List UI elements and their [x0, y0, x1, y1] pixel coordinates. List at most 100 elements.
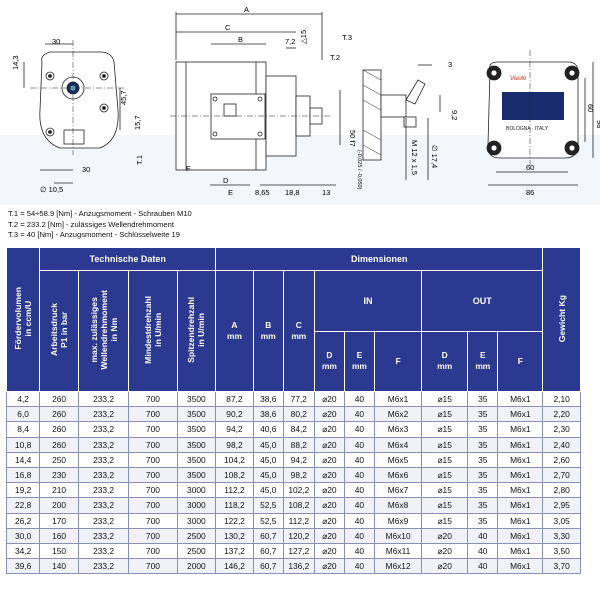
table-cell: 52,5 [252, 497, 284, 514]
table-cell: 108,2 [215, 466, 254, 484]
table-cell: M6x1 [497, 527, 544, 544]
table-cell: 34,2 [5, 542, 41, 560]
table-cell: ⌀15 [421, 466, 469, 484]
dim-98: 98 [595, 120, 600, 128]
table-cell: 260 [39, 406, 79, 423]
technical-drawing: 30 14,3 45,7 15,7 T.1 30 ∅ 10,5 A C B 7,… [0, 5, 600, 205]
dim-15: △15 [299, 30, 308, 44]
table-cell: 40 [343, 497, 375, 514]
table-cell: 22,8 [5, 497, 41, 514]
table-cell: 700 [128, 542, 178, 560]
header-foerder: Fördervolumen in ccm/U [5, 247, 41, 392]
table-cell: 140 [39, 558, 79, 575]
table-cell: 26,2 [5, 512, 41, 529]
table-cell: 14,4 [5, 451, 41, 468]
table-cell: 700 [128, 406, 178, 423]
table-cell: 3500 [176, 390, 217, 408]
table-cell: 19,2 [5, 482, 41, 499]
table-cell: M6x1 [497, 421, 544, 438]
dim-86: 86 [526, 188, 534, 197]
table-cell: 2,40 [542, 436, 581, 453]
logo-text: Vivolo [510, 76, 527, 82]
table-cell: 230 [39, 466, 79, 484]
table-cell: 3500 [176, 451, 217, 468]
table-cell: ⌀15 [421, 451, 469, 468]
table-cell: 2,20 [542, 406, 581, 423]
table-cell: ⌀20 [421, 542, 469, 560]
table-cell: 40 [343, 451, 375, 468]
table-cell: ⌀20 [313, 497, 345, 514]
table-cell: 94,2 [282, 451, 315, 468]
table-cell: 35 [467, 512, 499, 529]
table-cell: 3500 [176, 421, 217, 438]
table-cell: 3,30 [542, 527, 581, 544]
table-cell: M6x1 [497, 390, 544, 408]
table-cell: M6x3 [373, 421, 423, 438]
table-cell: 3000 [176, 497, 217, 514]
table-cell: 2,70 [542, 466, 581, 484]
table-cell: 2,30 [542, 421, 581, 438]
table-cell: 35 [467, 497, 499, 514]
torque-notes: T.1 = 54÷58.9 [Nm] - Anzugsmoment - Schr… [8, 209, 192, 241]
table-cell: 40 [343, 390, 375, 408]
dim-dia-17-4: ∅ 17,4 [430, 145, 439, 168]
table-cell: ⌀20 [313, 466, 345, 484]
header-dimensionen: Dimensionen [215, 247, 544, 271]
header-out: OUT [421, 270, 544, 332]
table-cell: 102,2 [282, 482, 315, 499]
table-cell: ⌀20 [313, 542, 345, 560]
table-cell: 2000 [176, 558, 217, 575]
dim-3: 3 [448, 60, 452, 69]
table-cell: 150 [39, 542, 79, 560]
table-cell: 35 [467, 436, 499, 453]
table-cell: 233,2 [77, 497, 130, 514]
dim-8-65: 8,65 [255, 188, 270, 197]
table-cell: 2,60 [542, 451, 581, 468]
table-cell: 700 [128, 436, 178, 453]
table-cell: 3,50 [542, 542, 581, 560]
table-cell: 233,2 [77, 451, 130, 468]
pump-back-view [486, 50, 594, 186]
table-cell: 60,7 [252, 542, 284, 560]
table-cell: 40 [467, 558, 499, 575]
table-cell: 233,2 [77, 406, 130, 423]
table-cell: 260 [39, 390, 79, 408]
table-cell: 40 [343, 558, 375, 575]
dim-t3: T.3 [342, 33, 352, 42]
table-cell: 40 [343, 421, 375, 438]
table-cell: 38,6 [252, 406, 284, 423]
table-cell: 45,0 [252, 482, 284, 499]
table-cell: ⌀20 [313, 527, 345, 544]
dim-30-top: 30 [52, 37, 60, 46]
table-cell: M6x1 [497, 451, 544, 468]
table-cell: 60,7 [252, 558, 284, 575]
table-cell: 40 [343, 512, 375, 529]
table-cell: 700 [128, 466, 178, 484]
table-cell: M6x9 [373, 512, 423, 529]
header-in-f: F [373, 330, 423, 392]
table-cell: ⌀20 [313, 482, 345, 499]
table-cell: 35 [467, 421, 499, 438]
header-spitzendrehzahl: Spitzendrehzahl in U/min [176, 270, 217, 392]
table-cell: 45,0 [252, 466, 284, 484]
dim-7-2: 7,2 [285, 37, 295, 46]
table-cell: 233,2 [77, 390, 130, 408]
table-cell: 45,0 [252, 436, 284, 453]
table-cell: 233,2 [77, 421, 130, 438]
table-cell: M6x11 [373, 542, 423, 560]
table-cell: 260 [39, 421, 79, 438]
table-cell: ⌀20 [313, 406, 345, 423]
table-cell: 3,70 [542, 558, 581, 575]
table-cell: 137,2 [215, 542, 254, 560]
table-cell: M6x4 [373, 436, 423, 453]
table-cell: 2500 [176, 527, 217, 544]
table-cell: 112,2 [215, 482, 254, 499]
header-technische-daten: Technische Daten [39, 247, 217, 271]
